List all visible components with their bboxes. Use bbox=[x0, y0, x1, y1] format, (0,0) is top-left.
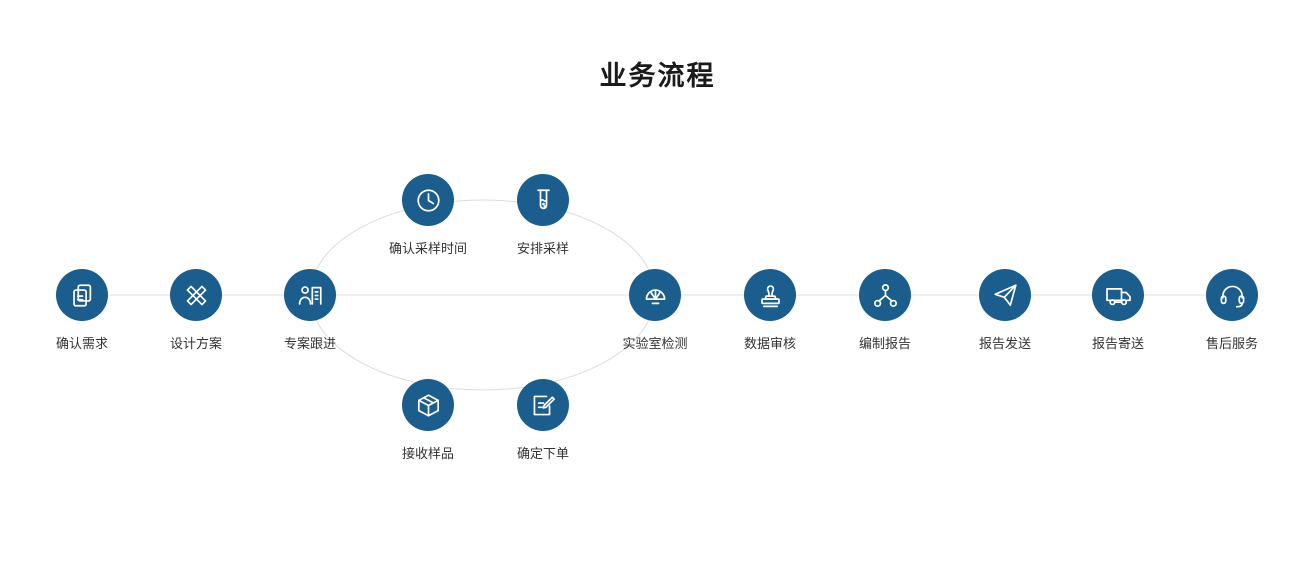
step-circle bbox=[402, 174, 454, 226]
step-circle bbox=[56, 269, 108, 321]
step-circle bbox=[517, 174, 569, 226]
step-circle bbox=[284, 269, 336, 321]
person-building-icon bbox=[298, 285, 322, 305]
package-icon bbox=[417, 393, 439, 417]
documents-icon bbox=[72, 283, 91, 307]
org-chart-icon bbox=[873, 283, 897, 307]
design-tools-icon bbox=[186, 285, 206, 305]
step-circle bbox=[1092, 269, 1144, 321]
step-label: 专案跟进 bbox=[283, 336, 336, 351]
step-label: 实验室检测 bbox=[622, 336, 688, 351]
step-lab-testing: 实验室检测 bbox=[595, 269, 715, 352]
step-after-sales-service: 售后服务 bbox=[1172, 269, 1292, 352]
step-circle bbox=[517, 379, 569, 431]
step-circle bbox=[170, 269, 222, 321]
step-circle bbox=[859, 269, 911, 321]
step-circle bbox=[979, 269, 1031, 321]
order-edit-icon bbox=[533, 395, 555, 415]
step-mail-report: 报告寄送 bbox=[1058, 269, 1178, 352]
step-confirm-sampling-time: 确认采样时间 bbox=[368, 174, 488, 257]
step-circle bbox=[744, 269, 796, 321]
step-label: 售后服务 bbox=[1205, 336, 1258, 351]
step-project-followup: 专案跟进 bbox=[250, 269, 370, 352]
step-label: 数据审核 bbox=[743, 336, 796, 351]
step-label: 确定下单 bbox=[516, 446, 569, 461]
step-circle bbox=[629, 269, 681, 321]
clock-icon bbox=[416, 188, 440, 212]
paper-plane-icon bbox=[993, 283, 1017, 306]
step-confirm-order: 确定下单 bbox=[483, 379, 603, 462]
step-data-review: 数据审核 bbox=[710, 269, 830, 352]
step-arrange-sampling: 安排采样 bbox=[483, 174, 603, 257]
step-label: 确认采样时间 bbox=[388, 241, 467, 256]
step-label: 设计方案 bbox=[169, 336, 222, 351]
step-confirm-requirements: 确认需求 bbox=[22, 269, 142, 352]
stamp-icon bbox=[760, 284, 780, 307]
step-receive-samples: 接收样品 bbox=[368, 379, 488, 462]
step-label: 报告寄送 bbox=[1091, 336, 1144, 351]
step-design-plan: 设计方案 bbox=[136, 269, 256, 352]
headset-icon bbox=[1220, 285, 1244, 308]
step-compile-report: 编制报告 bbox=[825, 269, 945, 352]
step-label: 编制报告 bbox=[858, 336, 911, 351]
test-tube-icon bbox=[536, 188, 550, 209]
truck-icon bbox=[1105, 287, 1131, 305]
step-label: 安排采样 bbox=[516, 241, 569, 256]
step-circle bbox=[1206, 269, 1258, 321]
step-circle bbox=[402, 379, 454, 431]
step-label: 报告发送 bbox=[978, 336, 1031, 351]
lab-dome-icon bbox=[645, 288, 665, 304]
step-label: 接收样品 bbox=[401, 446, 454, 461]
step-label: 确认需求 bbox=[55, 336, 108, 351]
step-send-report: 报告发送 bbox=[945, 269, 1065, 352]
page-title: 业务流程 bbox=[599, 61, 716, 91]
